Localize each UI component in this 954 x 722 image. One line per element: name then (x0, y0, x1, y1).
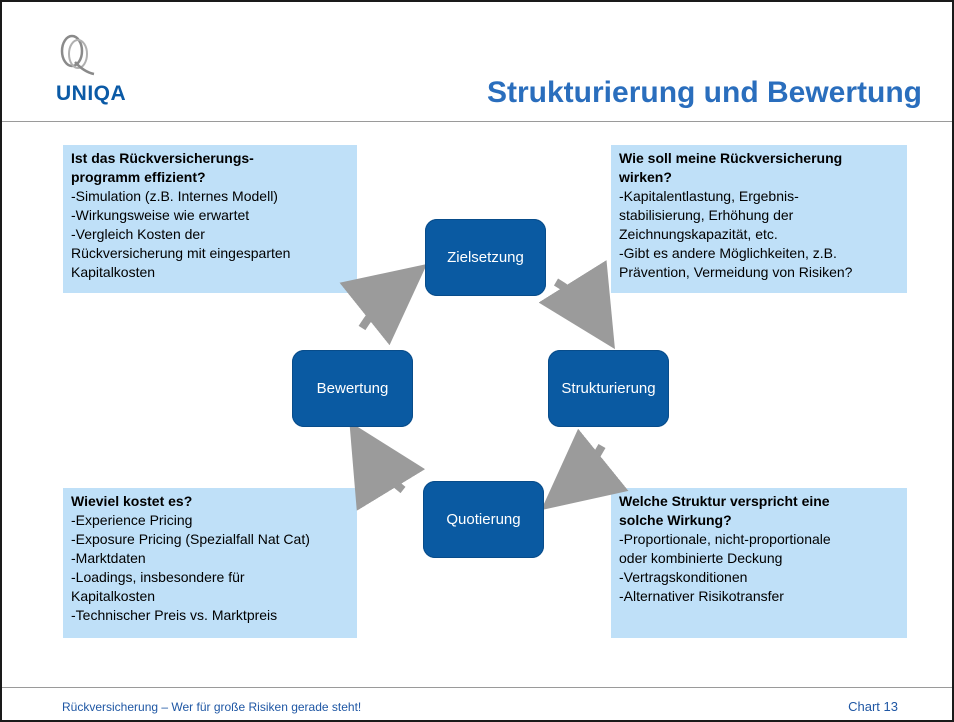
node-label: Strukturierung (561, 380, 656, 397)
node-label: Bewertung (316, 380, 389, 397)
info-line: -Proportionale, nicht-proportionale (619, 531, 831, 547)
info-line: -Exposure Pricing (Spezialfall Nat Cat) (71, 531, 310, 547)
uniqa-logo: UNIQA (56, 32, 126, 108)
info-box-pricing: Wieviel kostet es? -Experience Pricing -… (63, 488, 357, 638)
info-line: -Gibt es andere Möglichkeiten, z.B. (619, 245, 837, 261)
info-line: -Alternativer Risikotransfer (619, 588, 784, 604)
info-line: -Vertragskonditionen (619, 569, 748, 585)
info-line: -Wirkungsweise wie erwartet (71, 207, 250, 223)
arrow-top-right (538, 260, 615, 350)
info-heading-line: Wie soll meine Rückversicherung (619, 150, 843, 166)
info-line: Prävention, Vermeidung von Risiken? (619, 264, 853, 280)
info-line: -Loadings, insbesondere für (71, 569, 245, 585)
node-quotierung: Quotierung (423, 481, 544, 558)
uniqa-emblem-icon (60, 34, 95, 76)
info-box-objective: Wie soll meine Rückversicherung wirken? … (611, 145, 907, 293)
node-zielsetzung: Zielsetzung (425, 219, 546, 296)
info-heading-line: Wieviel kostet es? (71, 493, 193, 509)
footer-caption: Rückversicherung – Wer für große Risiken… (62, 700, 362, 714)
logo-text: UNIQA (56, 82, 127, 105)
info-line: Zeichnungskapazität, etc. (619, 226, 778, 242)
info-box-structure: Welche Struktur verspricht eine solche W… (611, 488, 907, 638)
info-line: -Kapitalentlastung, Ergebnis- (619, 188, 799, 204)
info-line: -Experience Pricing (71, 512, 193, 528)
info-heading-line: solche Wirkung? (619, 512, 732, 528)
info-line: Rückversicherung mit eingesparten (71, 245, 291, 261)
info-line: oder kombinierte Deckung (619, 550, 783, 566)
info-heading-line: programm effizient? (71, 169, 206, 185)
footer-divider (2, 687, 952, 688)
info-line: stabilisierung, Erhöhung der (619, 207, 794, 223)
arrow-bottom-left (349, 421, 426, 511)
node-bewertung: Bewertung (292, 350, 413, 427)
info-line: -Simulation (z.B. Internes Modell) (71, 188, 278, 204)
arrow-top-left (339, 264, 427, 346)
info-line: Kapitalkosten (71, 264, 156, 280)
info-heading-line: Ist das Rückversicherungs- (71, 150, 254, 166)
chart-number: Chart 13 (848, 699, 898, 714)
page-title: Strukturierung und Bewertung (487, 76, 922, 109)
info-line: -Marktdaten (71, 550, 146, 566)
header-divider (2, 121, 952, 122)
info-line: -Technischer Preis vs. Marktpreis (71, 607, 278, 623)
info-box-efficiency: Ist das Rückversicherungs- programm effi… (63, 145, 357, 293)
info-heading-line: wirken? (619, 169, 672, 185)
node-strukturierung: Strukturierung (548, 350, 669, 427)
node-label: Zielsetzung (447, 249, 524, 266)
arrow-bottom-right (541, 428, 629, 511)
node-label: Quotierung (446, 511, 521, 528)
info-line: Kapitalkosten (71, 588, 156, 604)
info-line: -Vergleich Kosten der (71, 226, 205, 242)
info-heading-line: Welche Struktur verspricht eine (619, 493, 830, 509)
